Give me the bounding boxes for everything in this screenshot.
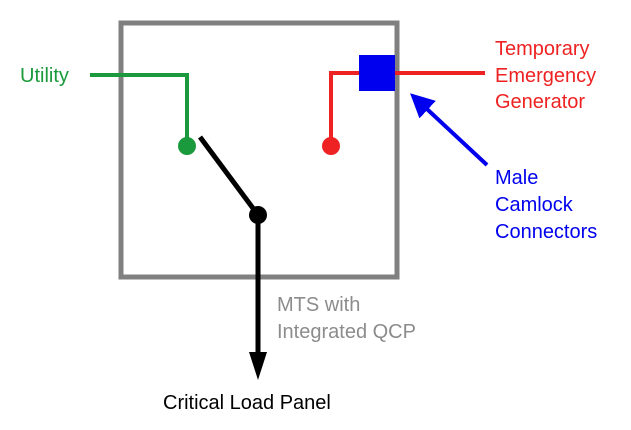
generator-terminal: [322, 137, 340, 155]
switch-blade: [197, 135, 261, 217]
camlock-connector: [359, 55, 395, 91]
switch-label-line-1: MTS with: [277, 294, 360, 316]
utility-line: [90, 73, 189, 146]
connectors-label-line-1: Male: [495, 167, 538, 189]
utility-label: Utility: [20, 65, 69, 87]
generator-label-line-2: Emergency: [495, 65, 596, 87]
generator-label-line-1: Temporary: [495, 38, 589, 60]
generator-line: [329, 71, 485, 146]
utility-terminal: [178, 137, 196, 155]
connectors-label-line-2: Camlock: [495, 194, 574, 216]
connectors-label-line-3: Connectors: [495, 221, 597, 243]
generator-label-line-3: Generator: [495, 91, 585, 113]
connector-pointer-arrow: [410, 93, 489, 167]
load-feed-arrowhead: [249, 352, 267, 380]
load-label: Critical Load Panel: [163, 392, 331, 414]
switch-label-line-2: Integrated QCP: [277, 321, 416, 343]
